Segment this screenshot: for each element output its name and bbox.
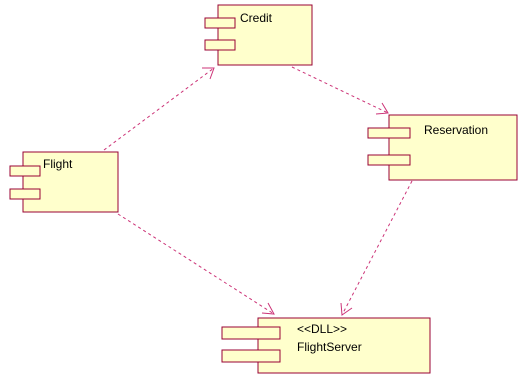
component-tab-icon — [221, 326, 281, 340]
dependency-line — [103, 67, 215, 151]
dependency-line — [341, 180, 413, 316]
component-tab-icon — [221, 349, 281, 363]
component-tab-icon — [9, 165, 41, 177]
arrowhead-icon — [340, 302, 353, 316]
arrowhead-icon — [261, 302, 275, 315]
component-label: Reservation — [424, 123, 488, 137]
component-body — [22, 151, 119, 213]
component-tab-icon — [9, 188, 41, 200]
component-tab-icon — [367, 154, 411, 166]
component-flightserver[interactable]: <<DLL>> FlightServer — [221, 317, 431, 374]
component-label: Credit — [240, 11, 273, 25]
component-reservation[interactable]: Reservation — [367, 114, 518, 181]
component-tab-icon — [204, 39, 236, 51]
component-tab-icon — [204, 17, 236, 29]
component-label: FlightServer — [297, 340, 362, 354]
dependency-credit-reservation — [291, 66, 389, 115]
component-body — [257, 317, 431, 374]
component-flight[interactable]: Flight — [9, 151, 119, 213]
component-tab-icon — [367, 127, 411, 139]
component-stereotype: <<DLL>> — [297, 322, 347, 336]
component-credit[interactable]: Credit — [204, 4, 313, 66]
component-body — [217, 4, 313, 66]
component-label: Flight — [43, 157, 73, 171]
dependency-line — [117, 213, 275, 315]
arrowhead-icon — [202, 67, 215, 80]
dependency-reservation-flightserver — [340, 180, 413, 316]
dependency-flight-flightserver — [117, 213, 275, 315]
arrowhead-icon — [375, 102, 389, 115]
dependency-flight-credit — [103, 67, 215, 151]
dependency-line — [291, 66, 389, 114]
component-body — [388, 114, 518, 181]
